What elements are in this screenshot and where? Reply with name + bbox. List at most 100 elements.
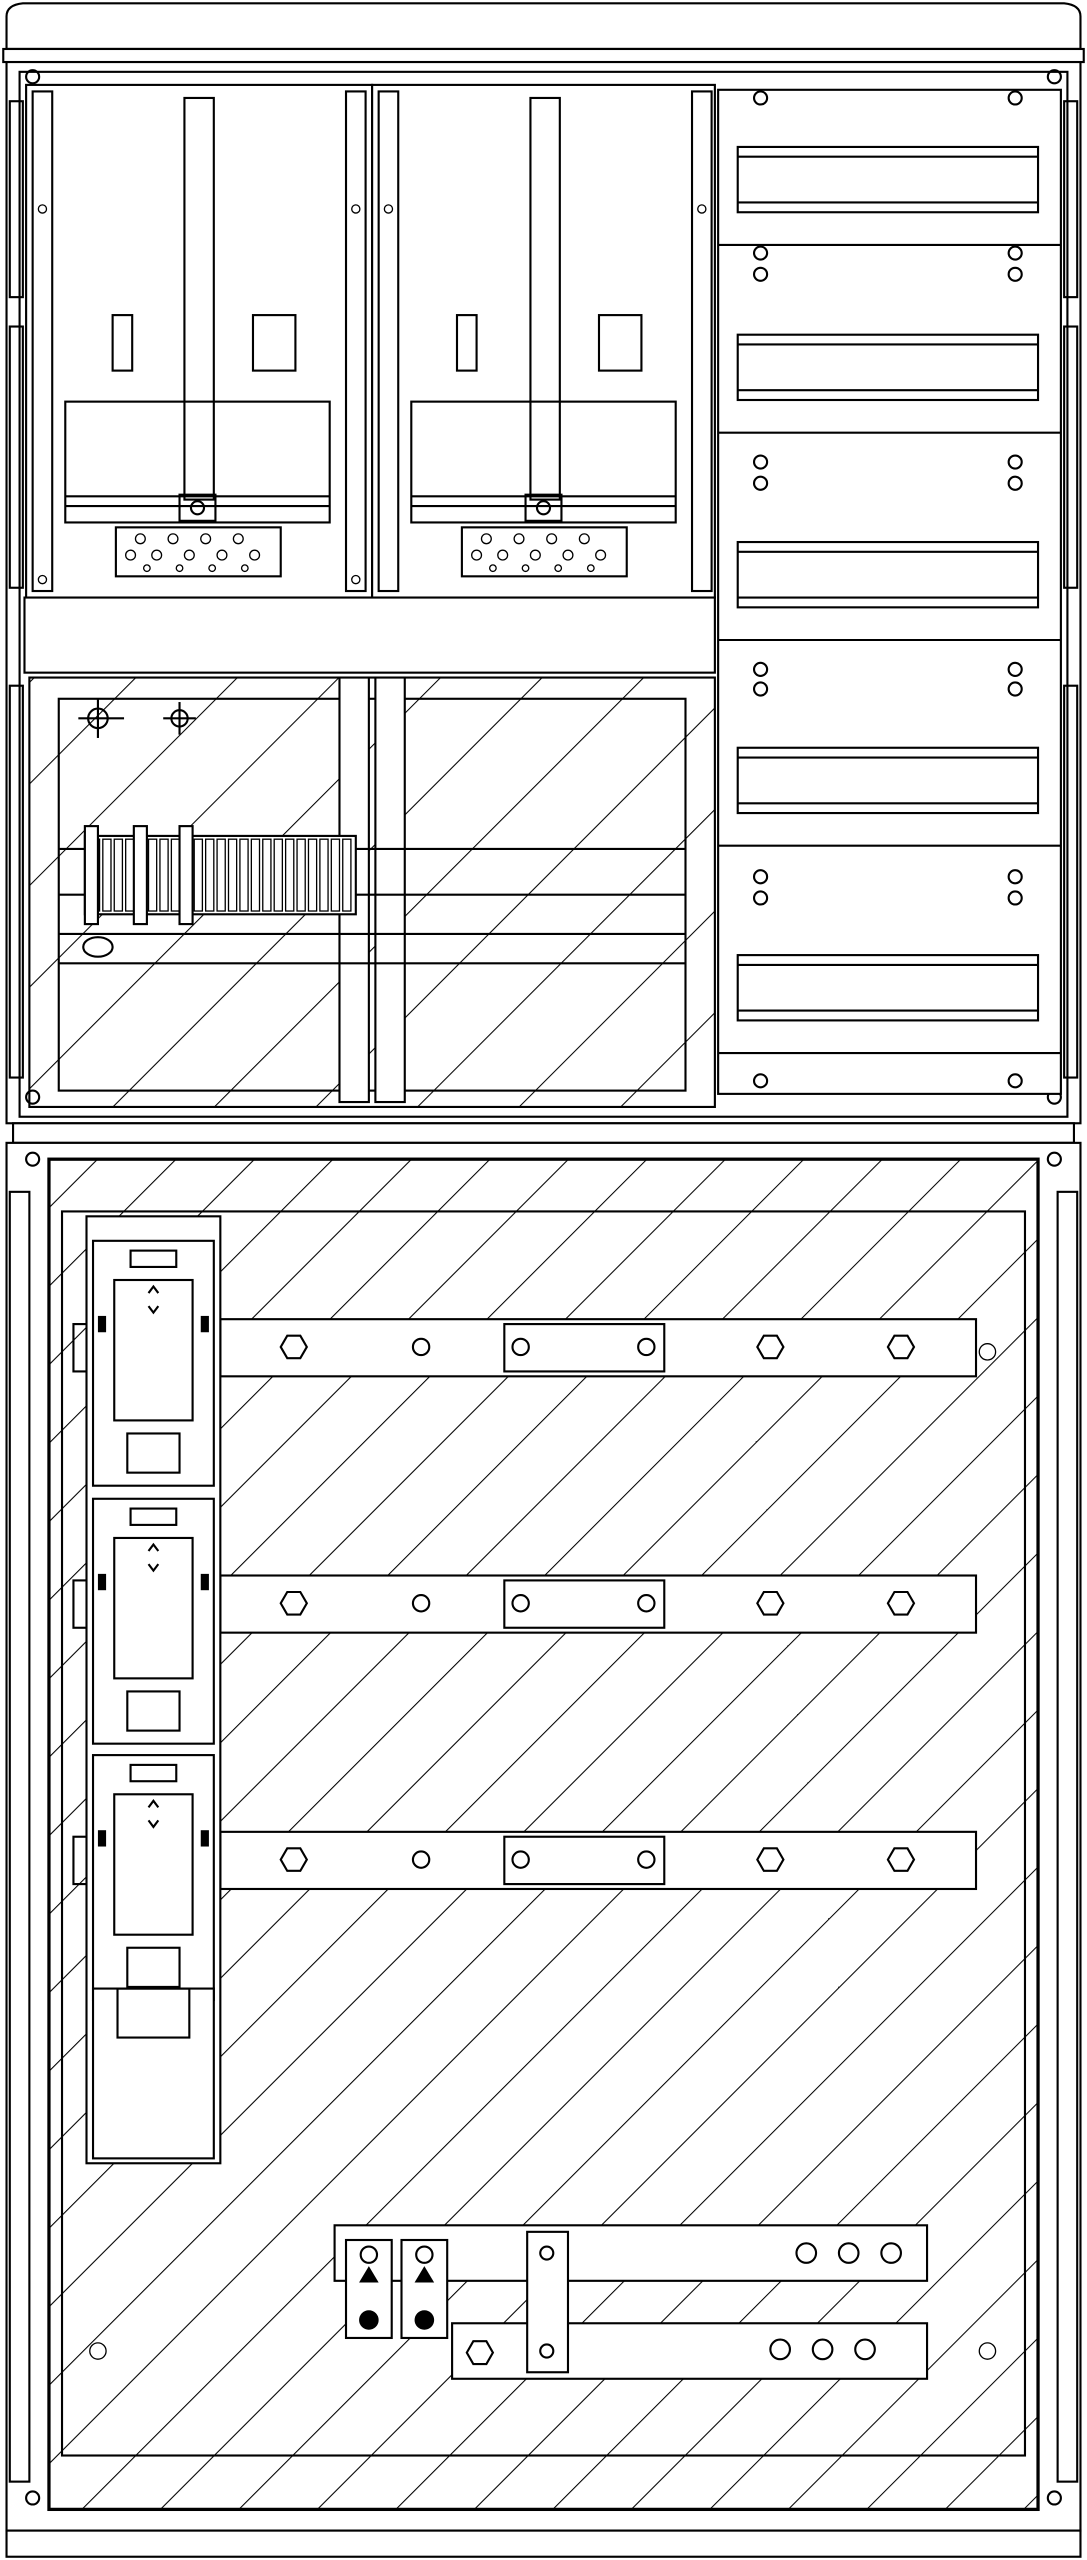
pe-n-terminals <box>333 2224 929 2380</box>
meter-field-1 <box>25 83 374 599</box>
terminal <box>330 838 341 912</box>
busbar-joint <box>503 1323 666 1373</box>
din-row <box>736 145 1040 214</box>
terminal <box>102 838 112 912</box>
bolt-icon <box>511 1594 530 1613</box>
busbar-joint <box>503 1579 666 1629</box>
latch <box>97 1315 107 1333</box>
hex-nut-icon <box>756 1334 785 1360</box>
fuse-terminal <box>126 1946 181 1989</box>
busbar <box>219 1830 978 1891</box>
terminal <box>113 838 124 912</box>
hex-nut-icon <box>756 1847 785 1872</box>
fuse-cover <box>113 1793 194 1936</box>
fuse-terminal <box>126 1690 181 1732</box>
busbar <box>219 1318 978 1378</box>
screw-icon <box>752 890 769 906</box>
screw-icon <box>1007 869 1023 885</box>
din-row <box>736 333 1040 402</box>
screw-icon <box>752 454 769 470</box>
bolt-icon <box>637 1594 656 1613</box>
din-rows <box>718 90 1061 1089</box>
bolt-icon <box>411 1594 431 1613</box>
terminal <box>204 838 215 912</box>
fuse-cover <box>113 1536 194 1680</box>
hex-nut-icon <box>886 1847 916 1872</box>
terminal <box>250 838 261 912</box>
roof-cap <box>5 2 1082 51</box>
hex-nut-icon <box>279 1334 309 1360</box>
terminal <box>319 838 329 912</box>
screw-icon <box>1007 1073 1023 1089</box>
screw-icon <box>752 245 769 261</box>
terminal-strip-body <box>83 834 357 916</box>
fuse-terminal <box>126 1432 181 1474</box>
busbars <box>72 1318 978 1891</box>
screw-icon <box>1007 681 1023 697</box>
latch <box>97 1830 107 1847</box>
fuse-switch-strip <box>85 1215 222 2165</box>
screw-icon <box>1007 266 1023 282</box>
screw-icon <box>1007 90 1023 106</box>
end-clamp <box>132 825 148 926</box>
meter-field-2 <box>371 83 716 599</box>
fuse-handle <box>129 1249 178 1268</box>
hex-nut-icon <box>886 1334 916 1360</box>
terminal <box>159 838 169 912</box>
base-plinth <box>5 2529 1082 2558</box>
arrow-icon <box>147 1542 160 1573</box>
din-row <box>736 954 1040 1022</box>
latch <box>200 1830 209 1847</box>
fuse-base-window <box>116 1987 191 2039</box>
screw-icon <box>1007 661 1023 677</box>
bolt-icon <box>637 1850 656 1869</box>
busbar-joint <box>503 1835 666 1886</box>
screw-icon <box>752 681 769 697</box>
terminal <box>193 838 204 912</box>
terminal-strip <box>83 825 357 926</box>
roof-base <box>2 47 1085 64</box>
terminal <box>147 838 158 912</box>
arrow-icon <box>147 1284 160 1315</box>
bolt-icon <box>411 1850 431 1869</box>
terminal-block <box>460 526 628 578</box>
latch <box>97 1573 107 1591</box>
screw-icon <box>752 475 769 491</box>
bolt-icon <box>411 1337 431 1357</box>
bolt-icon <box>637 1337 656 1357</box>
terminal <box>342 838 352 912</box>
screw-icon <box>752 266 769 282</box>
fuse-handle <box>129 1507 178 1526</box>
latch <box>200 1573 209 1591</box>
screw-icon <box>1007 245 1023 261</box>
bolt-icon <box>511 1850 530 1869</box>
screw-icon <box>1007 454 1023 470</box>
hex-nut-icon <box>279 1847 309 1872</box>
din-column <box>717 88 1062 1095</box>
fuse-cover <box>113 1278 194 1422</box>
terminal <box>227 838 238 912</box>
terminal <box>262 838 272 912</box>
busbar <box>219 1574 978 1634</box>
terminal <box>216 838 226 912</box>
hex-nut-icon <box>756 1590 785 1616</box>
hex-nut-icon <box>886 1590 916 1616</box>
terminal-block <box>114 526 282 578</box>
arrow-icon <box>147 1799 160 1829</box>
fuse-handle <box>129 1763 178 1783</box>
terminal <box>284 838 295 912</box>
terminal <box>296 838 306 912</box>
fuse-base-cover <box>91 1987 215 2160</box>
end-clamp <box>83 825 99 926</box>
cover-strip <box>23 596 716 674</box>
screw-icon <box>752 1073 769 1089</box>
din-row <box>736 540 1040 609</box>
end-clamp <box>178 825 194 926</box>
terminal <box>239 838 249 912</box>
terminal <box>273 838 284 912</box>
screw-icon <box>1007 890 1023 906</box>
screw-icon <box>752 869 769 885</box>
screw-icon <box>752 90 769 106</box>
hex-nut-icon <box>279 1590 309 1616</box>
